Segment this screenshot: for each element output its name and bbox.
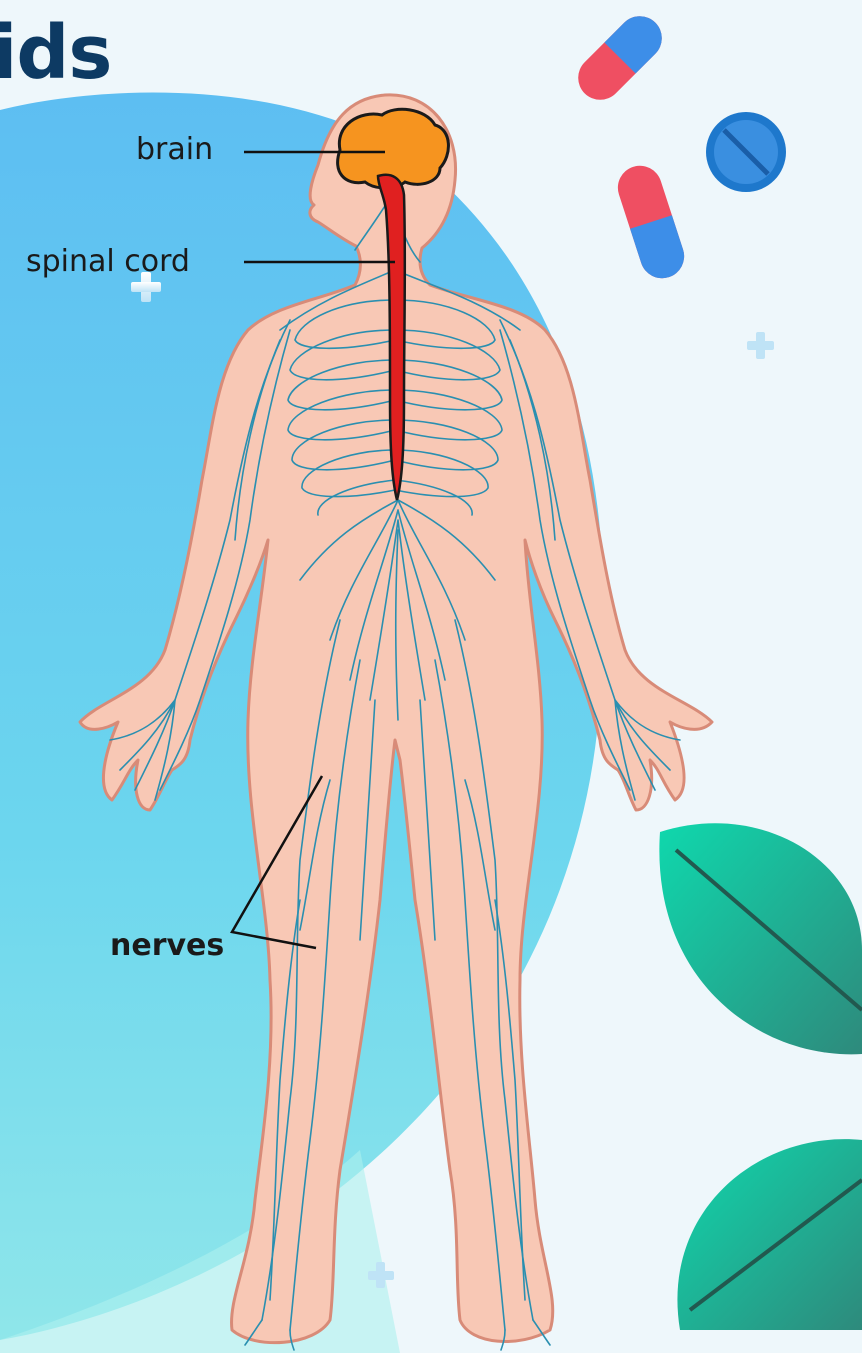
brain-label: brain — [136, 132, 213, 167]
leaf-icon — [659, 823, 862, 1054]
leaf-icon — [677, 1139, 862, 1330]
nerves-label: nerves — [110, 928, 224, 963]
page-title: ids — [0, 10, 111, 96]
capsule-icon — [569, 7, 671, 109]
plus-icon — [747, 332, 774, 359]
capsule-icon — [612, 160, 690, 284]
tablet-icon — [706, 112, 786, 192]
spinal-cord-label: spinal cord — [26, 244, 190, 279]
